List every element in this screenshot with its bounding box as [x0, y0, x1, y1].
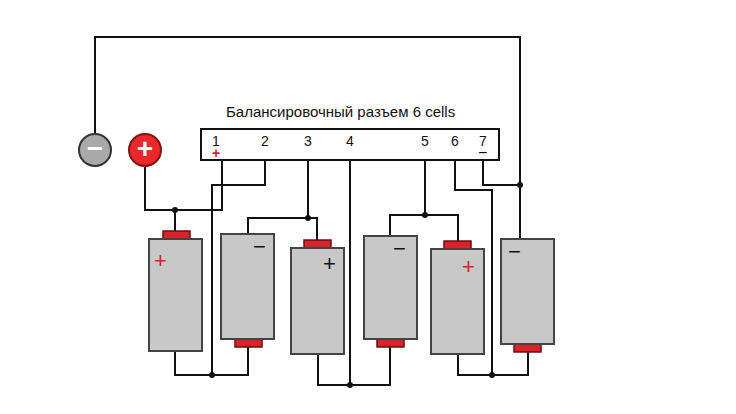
junction-dot	[172, 207, 178, 213]
polarity-sign: −	[393, 238, 406, 260]
wire	[175, 161, 222, 238]
polarity-sign: +	[323, 253, 336, 275]
pin-number: 4	[346, 134, 354, 148]
battery-cell: −	[500, 238, 555, 345]
pin-polarity: −	[478, 145, 487, 161]
junction-dot	[305, 215, 311, 221]
battery-terminal	[377, 339, 404, 347]
connector-title: Балансировочный разъем 6 cells	[226, 104, 455, 119]
junction-dot	[517, 182, 523, 188]
balance-connector: Балансировочный разъем 6 cells1+234567−	[200, 128, 500, 161]
pin-number: 5	[421, 134, 429, 148]
polarity-sign: +	[462, 256, 475, 278]
wire	[308, 161, 317, 247]
plus-terminal: +	[128, 133, 162, 167]
battery-cell: −	[220, 233, 275, 340]
polarity-sign: −	[87, 135, 103, 163]
pin-number: 2	[261, 134, 269, 148]
pin-polarity: +	[212, 146, 220, 160]
polarity-sign: +	[137, 135, 153, 163]
junction-dot	[347, 382, 353, 388]
battery-terminal	[514, 344, 541, 352]
battery-cell: +	[430, 248, 485, 355]
pin-number: 6	[451, 134, 459, 148]
junction-dot	[489, 372, 495, 378]
battery-cell: −	[363, 235, 418, 340]
battery-cell: +	[148, 238, 203, 352]
minus-terminal: −	[78, 133, 112, 167]
wire	[145, 167, 175, 238]
wire	[425, 161, 458, 248]
polarity-sign: −	[253, 236, 266, 258]
junction-dot	[422, 212, 428, 218]
pin-number: 3	[304, 134, 312, 148]
wire	[483, 161, 520, 238]
polarity-sign: −	[508, 241, 521, 263]
polarity-sign: +	[154, 250, 167, 272]
battery-terminal	[235, 339, 262, 347]
battery-cell: +	[290, 247, 345, 355]
junction-dot	[209, 372, 215, 378]
